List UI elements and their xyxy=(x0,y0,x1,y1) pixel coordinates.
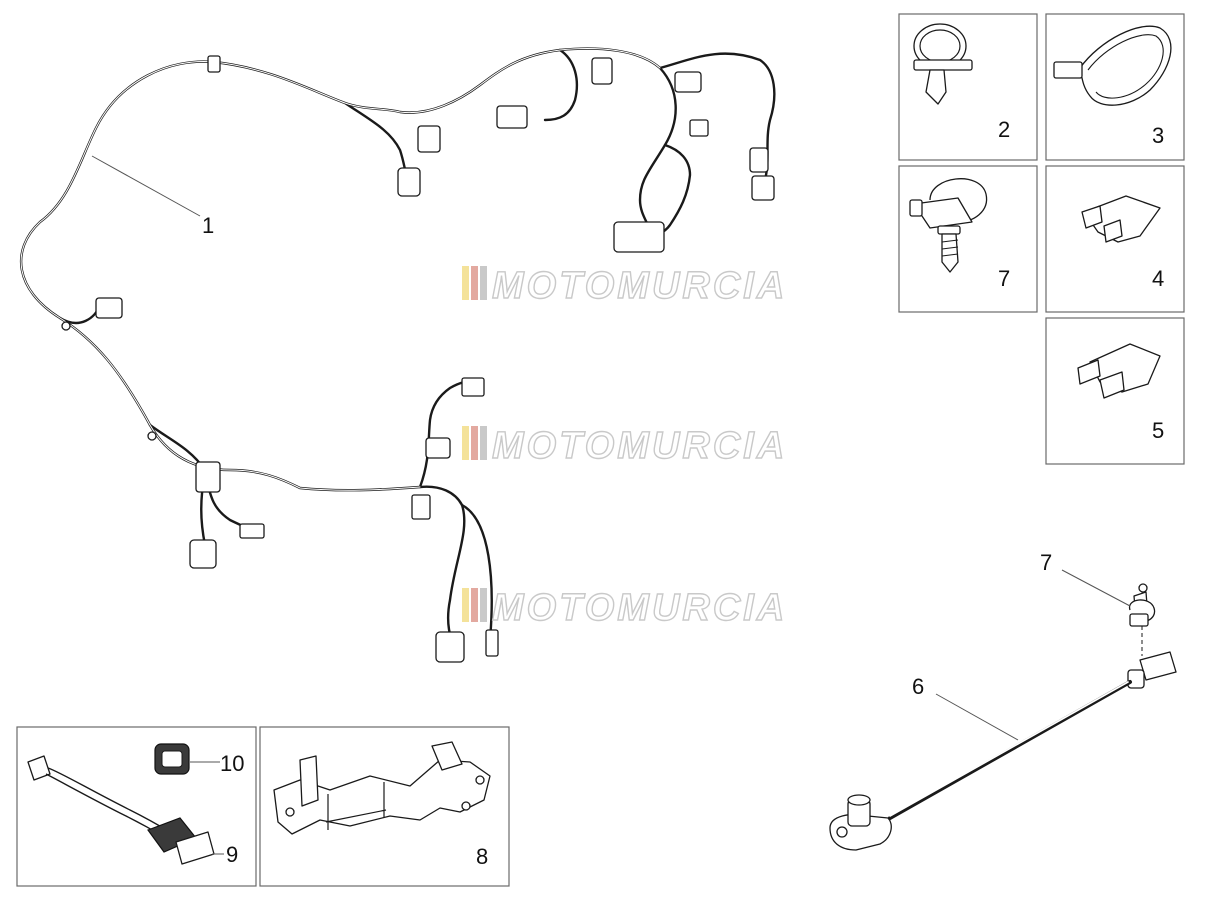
part-box-cable-tie: 3 xyxy=(1045,13,1185,161)
watermark-stripe-1 xyxy=(462,266,469,300)
clip-screw-washer xyxy=(937,225,961,235)
watermark-text: MOTOMURCIA xyxy=(492,425,787,467)
callout-1: 1 xyxy=(202,213,214,238)
part-box-cable-clip: 2 xyxy=(898,13,1038,161)
bracket-tab-left xyxy=(299,755,319,807)
connector-n xyxy=(425,437,451,459)
connector-e xyxy=(674,71,702,93)
box-frame xyxy=(1045,317,1185,465)
watermark-bottom: MOTOMURCIA xyxy=(462,586,787,630)
cable-tie-loop xyxy=(1079,25,1172,106)
callout-1-leader xyxy=(91,155,201,217)
mini-fuse-body xyxy=(1083,195,1161,243)
connector-c xyxy=(496,105,528,129)
watermark-stripe-3 xyxy=(480,266,487,300)
connector-h xyxy=(689,119,709,137)
sensor-mount-hole xyxy=(836,826,848,838)
part-box-bracket: 8 xyxy=(259,726,510,887)
callout-2: 2 xyxy=(998,117,1010,142)
cable-clip-base xyxy=(913,59,973,71)
box-frame xyxy=(1045,13,1185,161)
connector-wire-2 xyxy=(45,773,167,839)
clip-screw-tab xyxy=(909,199,923,217)
fuse-blade-2 xyxy=(1099,371,1125,399)
callout-5: 5 xyxy=(1152,418,1164,443)
watermark-stripe-1 xyxy=(462,426,469,460)
clip-screw-body xyxy=(913,197,973,229)
sensor-assembly: 7 6 xyxy=(829,550,1177,851)
mini-fuse-blade-2 xyxy=(1103,219,1123,243)
box-frame xyxy=(16,726,257,887)
watermark-middle: MOTOMURCIA xyxy=(462,424,787,468)
part-box-fuse: 5 xyxy=(1045,317,1185,465)
sensor-mount-flange xyxy=(829,813,892,851)
callout-7-sensor: 7 xyxy=(1040,550,1052,575)
connector-k xyxy=(189,539,217,569)
cable-clip-pin xyxy=(925,69,947,105)
callout-6: 6 xyxy=(912,674,924,699)
connector-o xyxy=(411,494,431,520)
callout-7-leader xyxy=(1061,569,1131,607)
callout-10: 10 xyxy=(220,751,244,776)
connector-p xyxy=(435,631,465,663)
bracket-tab-right xyxy=(431,741,463,771)
sensor-clip-base xyxy=(1129,613,1149,627)
cable-tie-head xyxy=(1053,61,1083,79)
main-wiring-harness xyxy=(19,47,776,663)
watermark-stripe-3 xyxy=(480,426,487,460)
part-box-mini-fuse: 4 xyxy=(1045,165,1185,313)
watermark-stripe-3 xyxy=(480,588,487,622)
connector-b xyxy=(397,167,421,197)
connector-f xyxy=(749,147,769,173)
callout-8: 8 xyxy=(476,844,488,869)
mini-fuse-blade-1 xyxy=(1081,205,1103,229)
connector-j xyxy=(195,461,221,493)
box-frame xyxy=(1045,165,1185,313)
sensor-clip-head xyxy=(1138,583,1148,593)
box-frame xyxy=(898,13,1038,161)
connector-q xyxy=(485,629,499,657)
sensor-boot xyxy=(1127,669,1145,689)
callout-9: 9 xyxy=(226,842,238,867)
harness-tie-1 xyxy=(147,431,157,441)
sensor-tip xyxy=(847,794,871,806)
connector-wire-1 xyxy=(47,767,171,833)
watermark-stripe-2 xyxy=(471,588,478,622)
harness-tie-2 xyxy=(61,321,71,331)
watermark-stripe-2 xyxy=(471,266,478,300)
harness-clip-top xyxy=(207,55,221,73)
plug-connector xyxy=(27,755,51,781)
connector-d xyxy=(591,57,613,85)
callout-4: 4 xyxy=(1152,266,1164,291)
part-box-clip-screw: 7 xyxy=(898,165,1038,313)
watermark-text: MOTOMURCIA xyxy=(492,265,787,307)
bracket-edges xyxy=(325,782,387,830)
connector-i xyxy=(95,297,123,319)
fuse-blade-1 xyxy=(1077,359,1101,385)
watermark-text: MOTOMURCIA xyxy=(492,587,787,629)
callout-6-leader xyxy=(935,693,1019,741)
clip-screw-shank xyxy=(941,233,959,273)
sensor-cable xyxy=(888,680,1132,820)
connector-a xyxy=(417,125,441,153)
connector-relay xyxy=(613,221,665,253)
bracket-hole-1 xyxy=(285,807,295,817)
sensor-connector xyxy=(1139,651,1177,681)
watermark-stripe-2 xyxy=(471,426,478,460)
bracket-hole-3 xyxy=(475,775,485,785)
connector-l xyxy=(239,523,265,539)
connector-m xyxy=(461,377,485,397)
box-frame xyxy=(898,165,1038,313)
callout-7-box: 7 xyxy=(998,266,1010,291)
connector-g xyxy=(751,175,775,201)
watermark-stripe-1 xyxy=(462,588,469,622)
grommet-hole xyxy=(161,750,183,768)
watermark-top: MOTOMURCIA xyxy=(462,264,787,308)
box-frame xyxy=(259,726,510,887)
bracket-hole-2 xyxy=(461,801,471,811)
callout-3: 3 xyxy=(1152,123,1164,148)
part-box-connector-grommet: 9 10 xyxy=(16,726,257,887)
